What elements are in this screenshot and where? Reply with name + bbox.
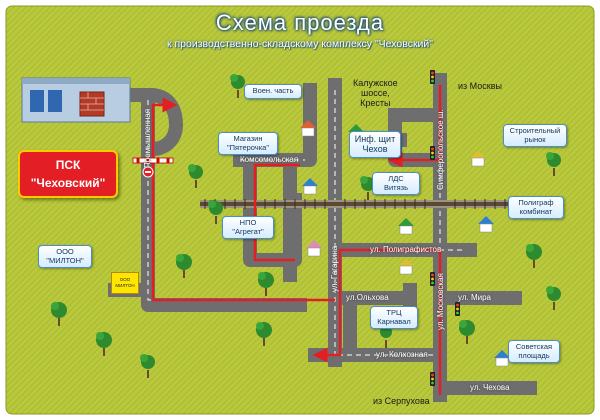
house-icon	[470, 150, 486, 167]
sign-line2: МИЛТОН	[115, 283, 135, 288]
callout-poligraf-line2: комбинат	[519, 206, 553, 216]
callout-milton: ООО "МИЛТОН"	[38, 245, 92, 269]
house-icon	[306, 240, 322, 257]
callout-poligraf-line1: Полиграф	[518, 198, 554, 207]
komsomolskaya-road	[233, 83, 317, 167]
callout-milton-line1: ООО	[56, 247, 74, 256]
street-gagarina: ул. Гагарина	[330, 245, 339, 292]
street-promyshlennaya: Промышленная	[143, 108, 152, 168]
destination-line1: ПСК	[55, 158, 81, 172]
route-line	[151, 85, 442, 395]
callout-pyaterochka-line2: "Пятерочка"	[226, 142, 269, 152]
direction-kaluga-line1: Калужское	[353, 78, 398, 88]
street-poligrafistov: ул. Полиграфистов	[370, 245, 442, 254]
tree-icon	[208, 200, 223, 224]
tree-icon	[188, 164, 203, 188]
callout-lds-line2: Витязь	[383, 182, 409, 192]
direction-from-moscow: из Москвы	[458, 81, 502, 91]
direction-kaluga-line2: шоссе,	[360, 88, 390, 98]
callout-npo-line1: НПО	[239, 218, 257, 227]
tree-icon	[360, 176, 375, 200]
house-icon	[494, 350, 510, 367]
callout-trc-line2: Карнавал	[377, 316, 411, 326]
callout-sovetskaya-line1: Советская	[515, 342, 553, 351]
tree-icon	[546, 286, 561, 310]
promyshlennaya-loop	[123, 88, 183, 159]
tree-icon	[256, 322, 272, 346]
callout-pyaterochka: Магазин "Пятерочка"	[218, 132, 278, 156]
tree-icon	[51, 302, 67, 326]
traffic-light-icon	[455, 302, 460, 316]
callout-milton-line2: "МИЛТОН"	[46, 255, 84, 265]
traffic-light-icon	[430, 146, 435, 160]
direction-kaluga: Калужское шоссе, Кресты	[353, 78, 398, 108]
tree-icon	[258, 272, 274, 296]
tree-icon	[96, 332, 112, 356]
destination-label: ПСК "Чеховский"	[18, 150, 118, 198]
callout-sovetskaya: Советская площадь	[508, 340, 560, 364]
street-komsomolskaya: Комсомольская	[240, 155, 299, 164]
trees	[51, 74, 561, 378]
tree-icon	[176, 254, 192, 278]
no-entry-icon	[142, 166, 154, 178]
callout-trc: ТРЦ Карнавал	[370, 306, 418, 330]
house-icon	[300, 120, 316, 137]
sign-line1: ООО	[119, 277, 131, 282]
destination-line2: "Чеховский"	[30, 176, 106, 190]
tree-icon	[230, 74, 245, 98]
tree-icon	[526, 244, 542, 268]
callout-poligraf: Полиграф комбинат	[508, 196, 564, 220]
street-olkhova: ул.Ольхова	[346, 293, 389, 302]
factory-icon	[21, 77, 131, 123]
callout-trc-line1: ТРЦ	[386, 308, 402, 317]
tree-icon	[546, 152, 561, 176]
callout-stroy-rynok: Строительный рынок	[503, 124, 567, 148]
callout-inf-line2: Чехов	[362, 144, 388, 155]
traffic-light-icon	[430, 372, 435, 386]
route-arrow-icon	[151, 97, 335, 302]
milton-sign: ООО МИЛТОН	[111, 272, 139, 294]
tree-icon	[140, 354, 155, 378]
callout-npo-line2: "Агрегат"	[232, 226, 264, 236]
route-segment	[253, 163, 300, 262]
street-kolkhoznaya: ул. Колхозная	[376, 350, 428, 359]
callout-npo: НПО "Агрегат"	[222, 216, 274, 240]
house-icon	[302, 178, 318, 195]
callout-lds-line1: ЛДС	[388, 174, 404, 183]
house-icon	[478, 216, 494, 233]
route-arrow-icon	[312, 248, 442, 395]
house-icon	[398, 218, 414, 235]
callout-inf-shchit: Инф. щит Чехов	[349, 131, 401, 158]
callout-stroy-line1: Строительный	[509, 126, 561, 135]
callout-pyaterochka-line1: Магазин	[233, 134, 263, 143]
traffic-light-icon	[430, 70, 435, 84]
route-arrow-icon	[387, 85, 442, 168]
street-moskovskaya: ул. Московская	[436, 273, 445, 330]
railway-crossing-icon	[132, 157, 174, 164]
map-subtitle: к производственно-складскому комплексу "…	[166, 38, 434, 50]
callout-voen-chast: Воен. часть	[244, 84, 302, 99]
street-mira: ул. Мира	[458, 293, 491, 302]
callout-lds: ЛДС Витязь	[372, 172, 420, 196]
tree-icon	[459, 320, 475, 344]
house-icon	[398, 258, 414, 275]
map-title: Схема проезда	[215, 10, 385, 35]
railway	[200, 199, 530, 209]
callout-inf-line1: Инф. щит	[354, 134, 396, 144]
street-simferopolskoe: Симферопольское ш.	[436, 109, 445, 190]
callout-sovetskaya-line2: площадь	[518, 350, 550, 360]
direction-kaluga-line3: Кресты	[360, 98, 391, 108]
street-chekhova: ул. Чехова	[470, 383, 510, 392]
traffic-light-icon	[430, 272, 435, 286]
direction-from-serpukhov: из Серпухова	[373, 396, 430, 406]
callout-stroy-line2: рынок	[524, 134, 546, 144]
